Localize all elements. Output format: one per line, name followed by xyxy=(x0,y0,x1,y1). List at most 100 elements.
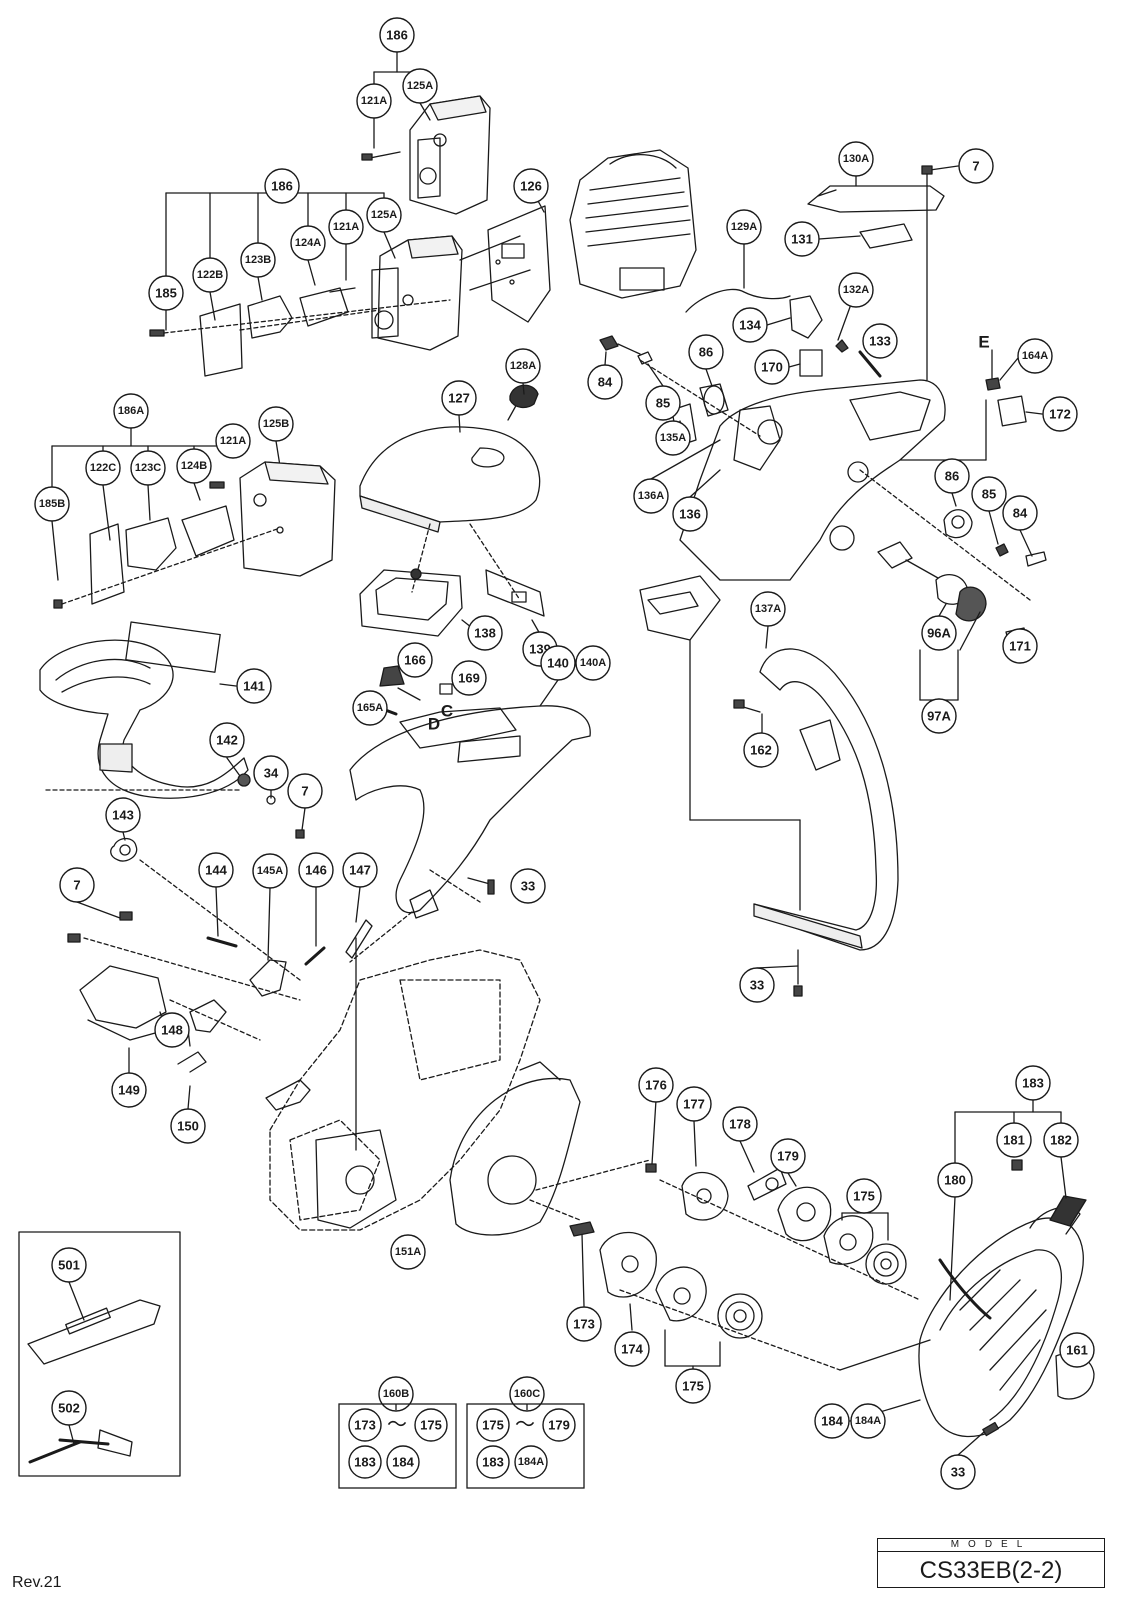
part-callout-150: 150 xyxy=(170,1108,206,1144)
main-handle-housing xyxy=(349,665,591,963)
svg-text:136: 136 xyxy=(679,507,701,522)
kit-item-183: 183 xyxy=(476,1445,510,1479)
part-callout-179: 179 xyxy=(770,1138,806,1174)
reference-letter-D: D xyxy=(428,715,440,734)
part-callout-132A: 132A xyxy=(838,272,874,308)
part-callout-185B: 185B xyxy=(34,486,70,522)
revision-label: Rev.21 xyxy=(12,1574,62,1591)
svg-text:183: 183 xyxy=(1022,1076,1044,1091)
part-callout-174: 174 xyxy=(614,1331,650,1367)
reference-letters: ECD xyxy=(428,333,990,734)
part-callout-184: 184 xyxy=(814,1403,850,1439)
part-callout-147: 147 xyxy=(342,852,378,888)
svg-text:147: 147 xyxy=(349,863,371,878)
svg-text:121A: 121A xyxy=(333,221,359,233)
svg-text:86: 86 xyxy=(945,469,959,484)
fan-cover xyxy=(449,1061,651,1236)
part-callout-121A: 121A xyxy=(356,83,392,119)
part-callout-186: 186 xyxy=(264,168,300,204)
part-callout-140: 140 xyxy=(540,645,576,681)
svg-text:33: 33 xyxy=(951,1465,965,1480)
part-callout-34: 34 xyxy=(253,755,289,791)
svg-text:97A: 97A xyxy=(927,709,951,724)
part-callout-178: 178 xyxy=(722,1106,758,1142)
part-callout-86: 86 xyxy=(934,458,970,494)
svg-text:146: 146 xyxy=(305,863,327,878)
part-callout-161: 161 xyxy=(1059,1332,1095,1368)
svg-text:150: 150 xyxy=(177,1119,199,1134)
svg-text:180: 180 xyxy=(944,1173,966,1188)
svg-text:137A: 137A xyxy=(755,603,781,615)
svg-text:125A: 125A xyxy=(407,80,433,92)
part-callout-131: 131 xyxy=(784,221,820,257)
part-callout-126: 126 xyxy=(513,168,549,204)
svg-text:176: 176 xyxy=(645,1078,667,1093)
part-callout-172: 172 xyxy=(1042,396,1078,432)
svg-text:129A: 129A xyxy=(731,221,757,233)
model-label: MODEL xyxy=(878,1539,1104,1552)
kit-item-175: 175 xyxy=(414,1408,448,1442)
accessory-box xyxy=(18,1231,181,1477)
part-callout-33: 33 xyxy=(510,868,546,904)
svg-text:165A: 165A xyxy=(357,702,383,714)
part-callout-164A: 164A xyxy=(1017,338,1053,374)
part-callout-166: 166 xyxy=(397,642,433,678)
rear-handle-tank xyxy=(599,165,1047,911)
svg-text:138: 138 xyxy=(474,626,496,641)
svg-text:184: 184 xyxy=(392,1455,414,1470)
svg-text:7: 7 xyxy=(972,159,979,174)
svg-text:173: 173 xyxy=(354,1418,376,1433)
part-callout-145A: 145A xyxy=(252,853,288,889)
kit-item-183: 183 xyxy=(348,1445,382,1479)
part-callout-144: 144 xyxy=(198,852,234,888)
svg-text:141: 141 xyxy=(243,679,265,694)
part-callout-142: 142 xyxy=(209,722,245,758)
part-callout-149: 149 xyxy=(111,1072,147,1108)
svg-text:122B: 122B xyxy=(197,269,223,281)
part-callout-162: 162 xyxy=(743,732,779,768)
part-callout-160C: 160C xyxy=(509,1376,545,1412)
svg-text:126: 126 xyxy=(520,179,542,194)
svg-text:184A: 184A xyxy=(855,1415,881,1427)
svg-text:84: 84 xyxy=(1013,506,1028,521)
svg-text:140: 140 xyxy=(547,656,569,671)
svg-text:170: 170 xyxy=(761,360,783,375)
part-callout-169: 169 xyxy=(451,660,487,696)
svg-text:85: 85 xyxy=(982,487,996,502)
muffler-assembly-top xyxy=(361,51,491,215)
part-callout-122C: 122C xyxy=(85,450,121,486)
svg-text:166: 166 xyxy=(404,653,426,668)
svg-text:501: 501 xyxy=(58,1258,80,1273)
part-callout-84: 84 xyxy=(1002,495,1038,531)
part-callout-176: 176 xyxy=(638,1067,674,1103)
svg-text:134: 134 xyxy=(739,318,761,333)
part-callout-502: 502 xyxy=(51,1390,87,1426)
part-callout-171: 171 xyxy=(1002,628,1038,664)
part-callout-165A: 165A xyxy=(352,690,388,726)
svg-text:132A: 132A xyxy=(843,284,869,296)
svg-text:169: 169 xyxy=(458,671,480,686)
part-callout-134: 134 xyxy=(732,307,768,343)
part-callout-124A: 124A xyxy=(290,225,326,261)
part-callout-7: 7 xyxy=(287,773,323,809)
svg-text:7: 7 xyxy=(73,878,80,893)
svg-text:186: 186 xyxy=(386,28,408,43)
svg-text:128A: 128A xyxy=(510,360,536,372)
svg-text:185: 185 xyxy=(155,286,177,301)
part-callout-177: 177 xyxy=(676,1086,712,1122)
svg-text:136A: 136A xyxy=(638,490,664,502)
svg-text:123C: 123C xyxy=(135,462,161,474)
svg-text:175: 175 xyxy=(682,1379,704,1394)
svg-text:121A: 121A xyxy=(220,435,246,447)
svg-text:7: 7 xyxy=(301,784,308,799)
kit-box-160C xyxy=(466,1403,585,1489)
svg-text:179: 179 xyxy=(777,1149,799,1164)
part-callout-121A: 121A xyxy=(328,209,364,245)
part-callout-181: 181 xyxy=(996,1122,1032,1158)
svg-text:175: 175 xyxy=(482,1418,504,1433)
svg-text:143: 143 xyxy=(112,808,134,823)
svg-text:178: 178 xyxy=(729,1117,751,1132)
cylinder-sketch xyxy=(487,149,697,323)
part-callout-136A: 136A xyxy=(633,478,669,514)
